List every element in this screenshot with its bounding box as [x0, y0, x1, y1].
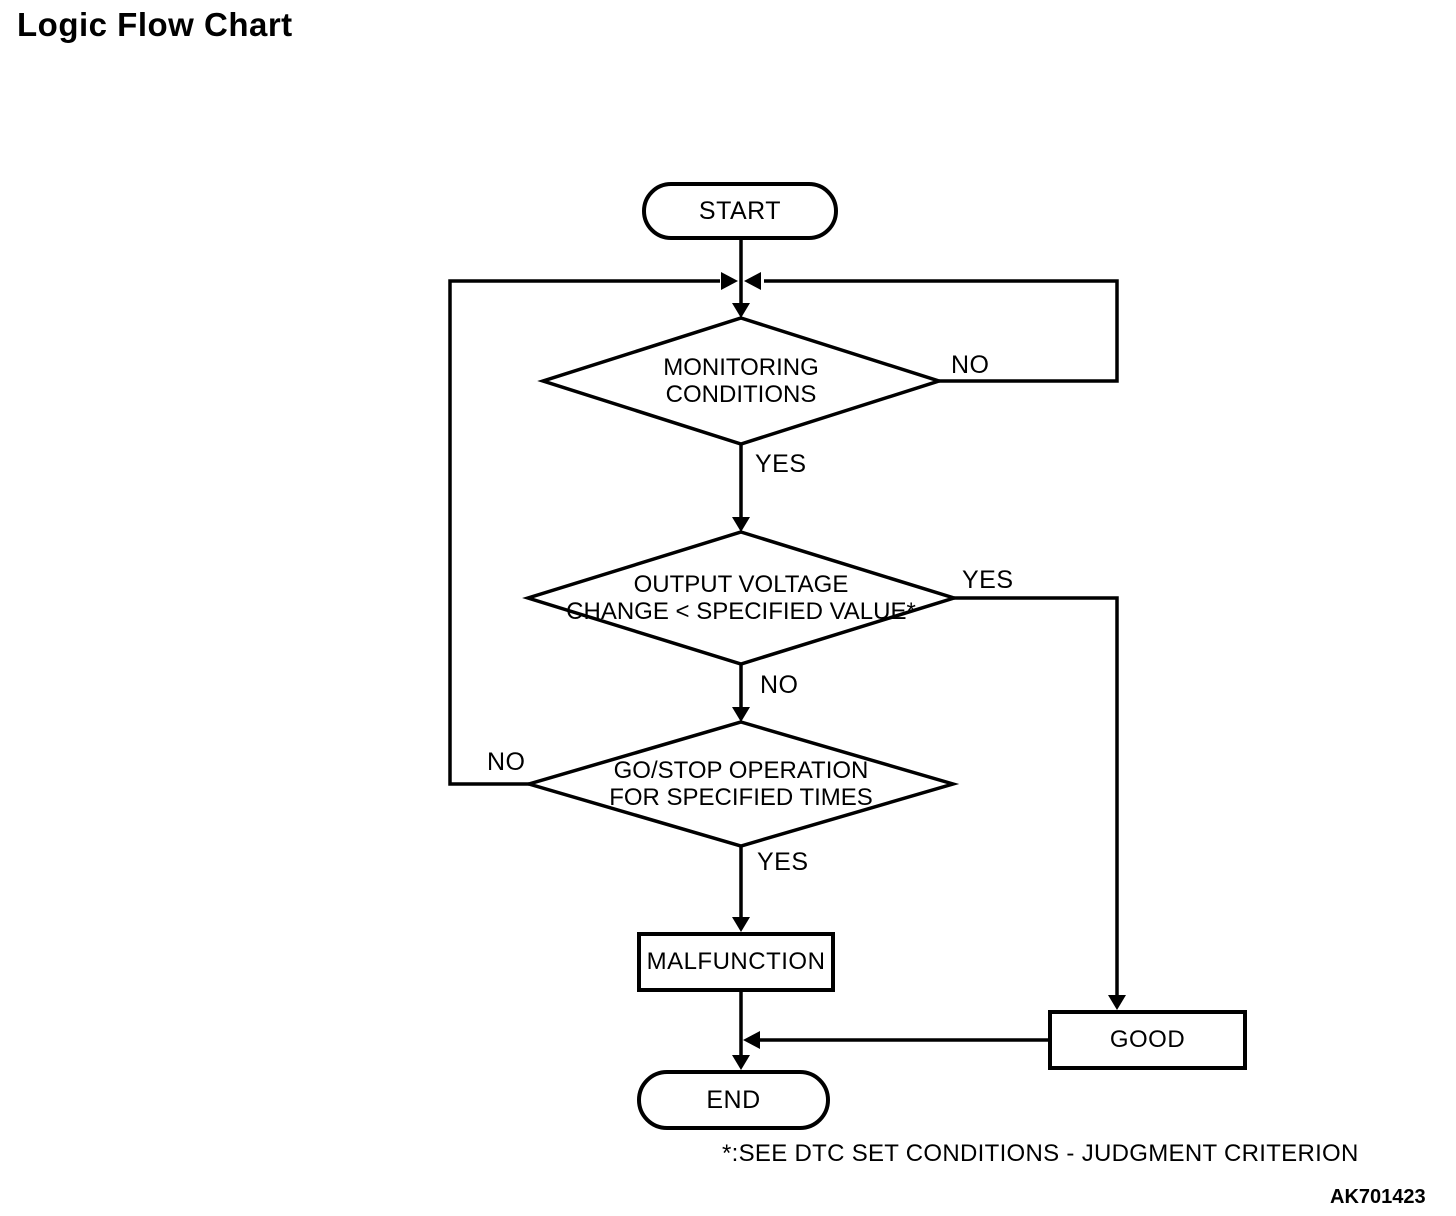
arrowhead-good-into-spine [743, 1031, 760, 1049]
monitoring-no-label: NO [951, 351, 990, 379]
monitoring-decision-line1: MONITORING [663, 354, 819, 381]
go-stop-no-label: NO [487, 748, 526, 776]
arrowhead-into-monitoring [732, 303, 750, 318]
output-voltage-decision-text: OUTPUT VOLTAGE CHANGE < SPECIFIED VALUE* [528, 532, 954, 664]
end-label: END [706, 1085, 761, 1114]
start-label: START [698, 196, 782, 225]
malfunction-node: MALFUNCTION [637, 932, 835, 992]
connector-monitoring-no-loop [764, 279, 1119, 383]
output-voltage-no-label: NO [760, 671, 799, 699]
page-title: Logic Flow Chart [17, 6, 293, 43]
good-node: GOOD [1048, 1010, 1247, 1070]
arrowhead-into-good [1108, 995, 1126, 1010]
end-node: END [637, 1070, 830, 1130]
connector-output-voltage-yes-to-good [954, 596, 1119, 997]
go-stop-decision-line1: GO/STOP OPERATION [613, 757, 869, 784]
connector-go-stop-no-loop [448, 279, 720, 786]
go-stop-decision-line2: FOR SPECIFIED TIMES [609, 784, 873, 811]
monitoring-decision-line2: CONDITIONS [665, 381, 817, 408]
arrowhead-into-go-stop [732, 707, 750, 722]
good-label: GOOD [1109, 1026, 1186, 1053]
arrowhead-into-output-voltage [732, 517, 750, 532]
output-voltage-yes-label: YES [962, 566, 1014, 594]
go-stop-decision-text: GO/STOP OPERATION FOR SPECIFIED TIMES [529, 722, 953, 846]
malfunction-label: MALFUNCTION [646, 948, 826, 975]
figure-code: AK701423 [1330, 1186, 1426, 1208]
arrowhead-into-malfunction [732, 917, 750, 932]
monitoring-yes-label: YES [755, 450, 807, 478]
go-stop-yes-label: YES [757, 848, 809, 876]
arrowhead-left-loop-into-junction [721, 272, 738, 290]
start-node: START [642, 182, 838, 240]
output-voltage-decision-line2: CHANGE < SPECIFIED VALUE* [566, 598, 916, 625]
footnote: *:SEE DTC SET CONDITIONS - JUDGMENT CRIT… [722, 1140, 1359, 1167]
monitoring-decision-text: MONITORING CONDITIONS [543, 318, 939, 444]
arrowhead-into-end [732, 1055, 750, 1070]
output-voltage-decision-line1: OUTPUT VOLTAGE [633, 571, 849, 598]
arrowhead-right-loop-into-junction [744, 272, 761, 290]
